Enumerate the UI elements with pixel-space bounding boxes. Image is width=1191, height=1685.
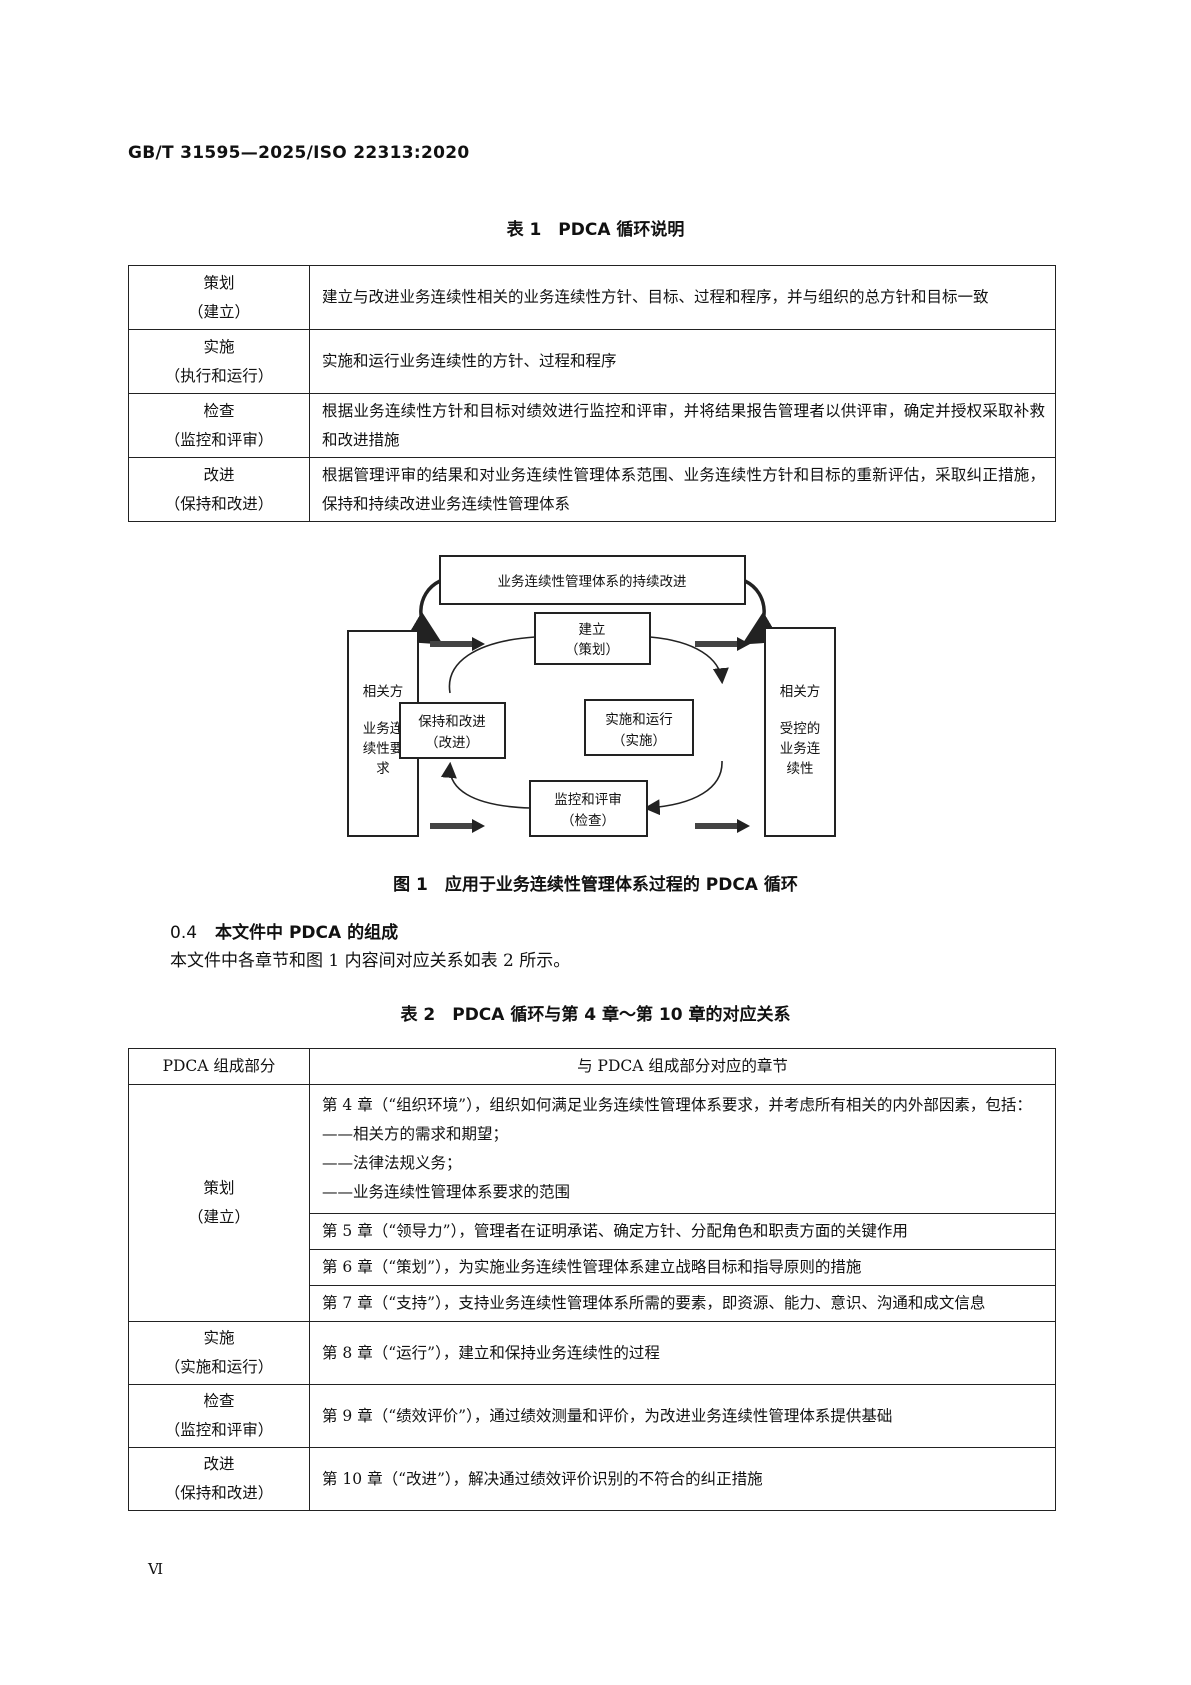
chapter-cell: 第 7 章（“支持”），支持业务连续性管理体系所需的要素，即资源、能力、意识、沟… xyxy=(309,1285,1056,1322)
table-row: 检查（监控和评审） 第 9 章（“绩效评价”），通过绩效测量和评价，为改进业务连… xyxy=(128,1384,1056,1448)
page-number: Ⅵ xyxy=(148,1560,164,1578)
arc-do-to-check xyxy=(643,760,723,816)
table-row: 改进（保持和改进） 第 10 章（“改进”），解决通过绩效评价识别的不符合的纠正… xyxy=(128,1447,1056,1511)
arc-act-to-plan xyxy=(448,636,536,694)
output-arrow-top xyxy=(695,637,750,651)
description-cell: 建立与改进业务连续性相关的业务连续性方针、目标、过程和程序，并与组织的总方针和目… xyxy=(309,265,1056,330)
output-arrow-bottom xyxy=(695,819,750,833)
table-row: 改进（保持和改进） 根据管理评审的结果和对业务连续性管理体系范围、业务连续性方针… xyxy=(128,457,1056,522)
chapter-cell: 第 4 章（“组织环境”），组织如何满足业务连续性管理体系要求，并考虑所有相关的… xyxy=(309,1084,1056,1214)
table-row: 第 6 章（“策划”），为实施业务连续性管理体系建立战略目标和指导原则的措施 xyxy=(129,1249,1056,1286)
chapter-cell: 第 5 章（“领导力”），管理者在证明承诺、确定方针、分配角色和职责方面的关键作… xyxy=(309,1213,1056,1250)
description-cell: 根据管理评审的结果和对业务连续性管理体系范围、业务连续性方针和目标的重新评估，采… xyxy=(309,457,1056,522)
phase-cell: 实施（实施和运行） xyxy=(128,1321,310,1385)
right-box-line2: 受控的 xyxy=(780,721,821,737)
standard-code: GB/T 31595—2025/ISO 22313:2020 xyxy=(128,143,470,163)
table1: 策划（建立） 建立与改进业务连续性相关的业务连续性方针、目标、过程和程序，并与组… xyxy=(128,265,1056,522)
do-line1: 实施和运行 xyxy=(605,712,673,728)
table2-caption: 表 2 PDCA 循环与第 4 章～第 10 章的对应关系 xyxy=(400,1005,791,1025)
arc-plan-to-do xyxy=(649,636,729,685)
act-line2: （改进） xyxy=(425,735,479,751)
plan-line2: （策划） xyxy=(565,641,619,658)
right-curve-arrow xyxy=(741,579,782,645)
table1-caption: 表 1 PDCA 循环说明 xyxy=(506,220,685,240)
description-cell: 实施和运行业务连续性的方针、过程和程序 xyxy=(309,329,1056,394)
check-line1: 监控和评审 xyxy=(554,792,622,808)
section-number: 0.4 xyxy=(170,923,198,943)
header-cell: PDCA 组成部分 xyxy=(128,1048,310,1085)
phase-cell: 改进（保持和改进） xyxy=(128,1447,310,1511)
section-title: 本文件中 PDCA 的组成 xyxy=(215,923,399,943)
chapter-cell: 第 8 章（“运行”），建立和保持业务连续性的过程 xyxy=(309,1321,1056,1385)
table-row: 实施（实施和运行） 第 8 章（“运行”），建立和保持业务连续性的过程 xyxy=(128,1321,1056,1385)
table-row: 策划（建立） 建立与改进业务连续性相关的业务连续性方针、目标、过程和程序，并与组… xyxy=(128,265,1056,330)
do-box xyxy=(584,699,694,756)
act-box xyxy=(399,702,506,759)
phase-cell: 检查（监控和评审） xyxy=(128,1384,310,1448)
phase-cell: 实施（执行和运行） xyxy=(128,329,310,394)
chapter-cell: 第 6 章（“策划”），为实施业务连续性管理体系建立战略目标和指导原则的措施 xyxy=(309,1249,1056,1286)
continual-improvement-label: 业务连续性管理体系的持续改进 xyxy=(498,574,687,590)
chapter-cell: 第 9 章（“绩效评价”），通过绩效测量和评价，为改进业务连续性管理体系提供基础 xyxy=(309,1384,1056,1448)
section-paragraph: 本文件中各章节和图 1 内容间对应关系如表 2 所示。 xyxy=(170,951,571,971)
left-box-line4: 求 xyxy=(376,761,390,777)
do-line2: （实施） xyxy=(612,733,666,749)
figure1-caption: 图 1 应用于业务连续性管理体系过程的 PDCA 循环 xyxy=(393,875,798,895)
chapter-cell: 第 10 章（“改进”），解决通过绩效评价识别的不符合的纠正措施 xyxy=(309,1447,1056,1511)
table-row: 检查（监控和评审） 根据业务连续性方针和目标对绩效进行监控和评审，并将结果报告管… xyxy=(128,393,1056,458)
left-curve-arrow xyxy=(403,579,444,645)
arc-check-to-act xyxy=(440,761,531,809)
phase-cell: 改进（保持和改进） xyxy=(128,457,310,522)
check-box xyxy=(529,780,648,837)
act-line1: 保持和改进 xyxy=(418,714,486,730)
input-arrow-top xyxy=(430,637,485,651)
plan-line1: 建立 xyxy=(579,622,606,638)
header-cell: 与 PDCA 组成部分对应的章节 xyxy=(309,1048,1056,1085)
section-heading: 0.4 本文件中 PDCA 的组成 xyxy=(170,918,398,943)
plan-box xyxy=(534,612,651,665)
table-row: 实施（执行和运行） 实施和运行业务连续性的方针、过程和程序 xyxy=(128,329,1056,394)
phase-cell: 检查（监控和评审） xyxy=(128,393,310,458)
description-cell: 根据业务连续性方针和目标对绩效进行监控和评审，并将结果报告管理者以供评审，确定并… xyxy=(309,393,1056,458)
table-row: 第 7 章（“支持”），支持业务连续性管理体系所需的要素，即资源、能力、意识、沟… xyxy=(129,1285,1056,1322)
input-arrow-bottom xyxy=(430,819,485,833)
table-row: 第 5 章（“领导力”），管理者在证明承诺、确定方针、分配角色和职责方面的关键作… xyxy=(129,1213,1056,1250)
check-line2: （检查） xyxy=(561,813,615,829)
right-box-line3: 业务连 xyxy=(780,741,821,757)
left-box-line3: 续性要 xyxy=(363,741,404,757)
table-row: 策划（建立） 第 4 章（“组织环境”），组织如何满足业务连续性管理体系要求，并… xyxy=(128,1084,1056,1322)
continual-improvement-box xyxy=(439,555,746,605)
pdca-diagram: 业务连续性管理体系的持续改进 相关方 业务连 续性要 求 相关方 受控的 业务连… xyxy=(347,555,836,837)
left-box-line2: 业务连 xyxy=(363,721,404,737)
table-header-row: PDCA 组成部分 与 PDCA 组成部分对应的章节 xyxy=(128,1048,1056,1085)
managed-business-continuity-box xyxy=(764,627,836,837)
phase-cell: 策划（建立） xyxy=(128,1084,310,1322)
right-box-line1: 相关方 xyxy=(780,684,821,700)
right-box-line4: 续性 xyxy=(787,761,814,777)
left-box-line1: 相关方 xyxy=(363,684,404,700)
table2: PDCA 组成部分 与 PDCA 组成部分对应的章节 策划（建立） 第 4 章（… xyxy=(128,1048,1056,1511)
phase-cell: 策划（建立） xyxy=(128,265,310,330)
